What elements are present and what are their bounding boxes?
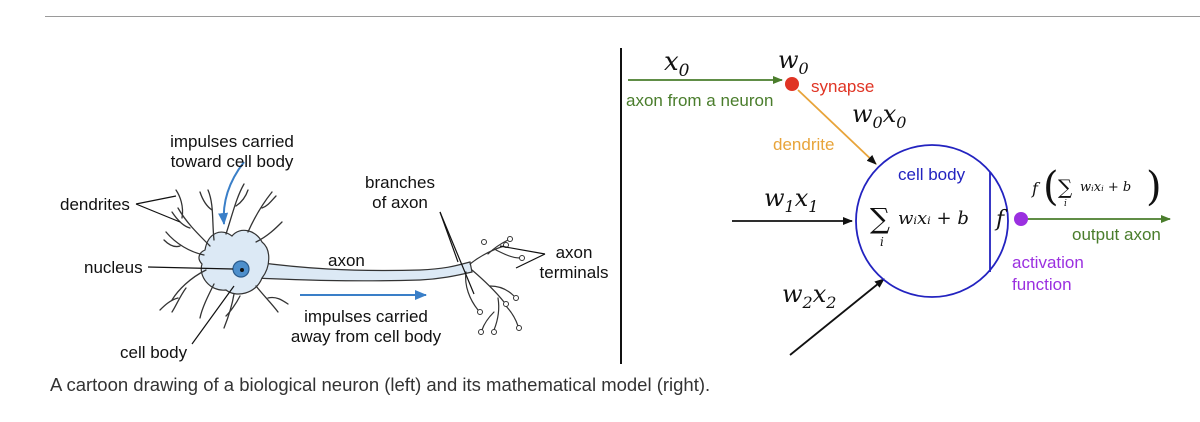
axon-terminals-label-2: terminals bbox=[540, 263, 609, 282]
impulses-toward-label-1: impulses carried bbox=[170, 132, 294, 151]
nucleus-label: nucleus bbox=[84, 258, 143, 277]
axon-terminal-branches bbox=[465, 239, 521, 331]
activation-label-1: activation bbox=[1012, 253, 1084, 272]
axon-terminals-label-1: axon bbox=[556, 243, 593, 262]
dendrite-label: dendrite bbox=[773, 135, 834, 154]
cell-body-circle bbox=[855, 144, 1009, 298]
branches-label-1: branches bbox=[365, 173, 435, 192]
figure-caption: A cartoon drawing of a biological neuron… bbox=[50, 374, 711, 395]
cell-body-label: cell body bbox=[120, 343, 188, 362]
cell-body-model-label: cell body bbox=[898, 165, 966, 184]
soma-shape bbox=[198, 229, 270, 295]
x0-label: x0 bbox=[664, 47, 690, 81]
w1x1-label: w1x1 bbox=[764, 184, 818, 216]
activation-dot bbox=[1014, 212, 1028, 226]
w2x2-label: w2x2 bbox=[782, 280, 836, 312]
sum-symbol: ∑ bbox=[870, 202, 890, 235]
svg-text:∑: ∑ bbox=[1058, 175, 1073, 199]
sum-index: i bbox=[880, 235, 884, 249]
svg-text:f: f bbox=[1031, 179, 1041, 198]
axon-label: axon bbox=[328, 251, 365, 270]
svg-text:wᵢxᵢ + b: wᵢxᵢ + b bbox=[1080, 180, 1131, 195]
synapse-dot bbox=[785, 77, 799, 91]
biological-neuron: impulses carried toward cell body dendri… bbox=[60, 132, 608, 362]
svg-text:): ) bbox=[1146, 164, 1162, 210]
dendrite-branches bbox=[159, 183, 289, 329]
w2x2-input-line bbox=[789, 278, 885, 356]
synapse-label: synapse bbox=[811, 77, 874, 96]
dendrites-label: dendrites bbox=[60, 195, 130, 214]
output-formula: f ( ∑ i wᵢxᵢ + b ) bbox=[1031, 164, 1162, 210]
axon-from-neuron-label: axon from a neuron bbox=[626, 91, 773, 110]
activation-f: f bbox=[994, 207, 1008, 232]
svg-text:(: ( bbox=[1043, 164, 1059, 210]
dendrite-line bbox=[797, 89, 877, 165]
sum-expression: wᵢxᵢ + b bbox=[898, 208, 969, 229]
impulses-away-label-1: impulses carried bbox=[304, 307, 428, 326]
mathematical-model: x0 w0 w0x0 w1x1 w2x2 synapse axon from a… bbox=[626, 46, 1171, 356]
svg-text:i: i bbox=[1064, 199, 1067, 209]
impulse-toward-arrow bbox=[218, 161, 245, 225]
terminal-buttons bbox=[477, 236, 525, 335]
w0x0-label: w0x0 bbox=[852, 100, 906, 132]
branches-label-2: of axon bbox=[372, 193, 428, 212]
impulses-toward-label-2: toward cell body bbox=[171, 152, 294, 171]
output-axon-label: output axon bbox=[1072, 225, 1161, 244]
bio-leader-lines bbox=[135, 195, 546, 345]
nucleolus-dot bbox=[240, 268, 244, 272]
impulses-away-label-2: away from cell body bbox=[291, 327, 442, 346]
w0-label: w0 bbox=[778, 46, 809, 78]
axon-shape bbox=[254, 261, 473, 282]
top-divider bbox=[45, 16, 1200, 17]
activation-label-2: function bbox=[1012, 275, 1072, 294]
